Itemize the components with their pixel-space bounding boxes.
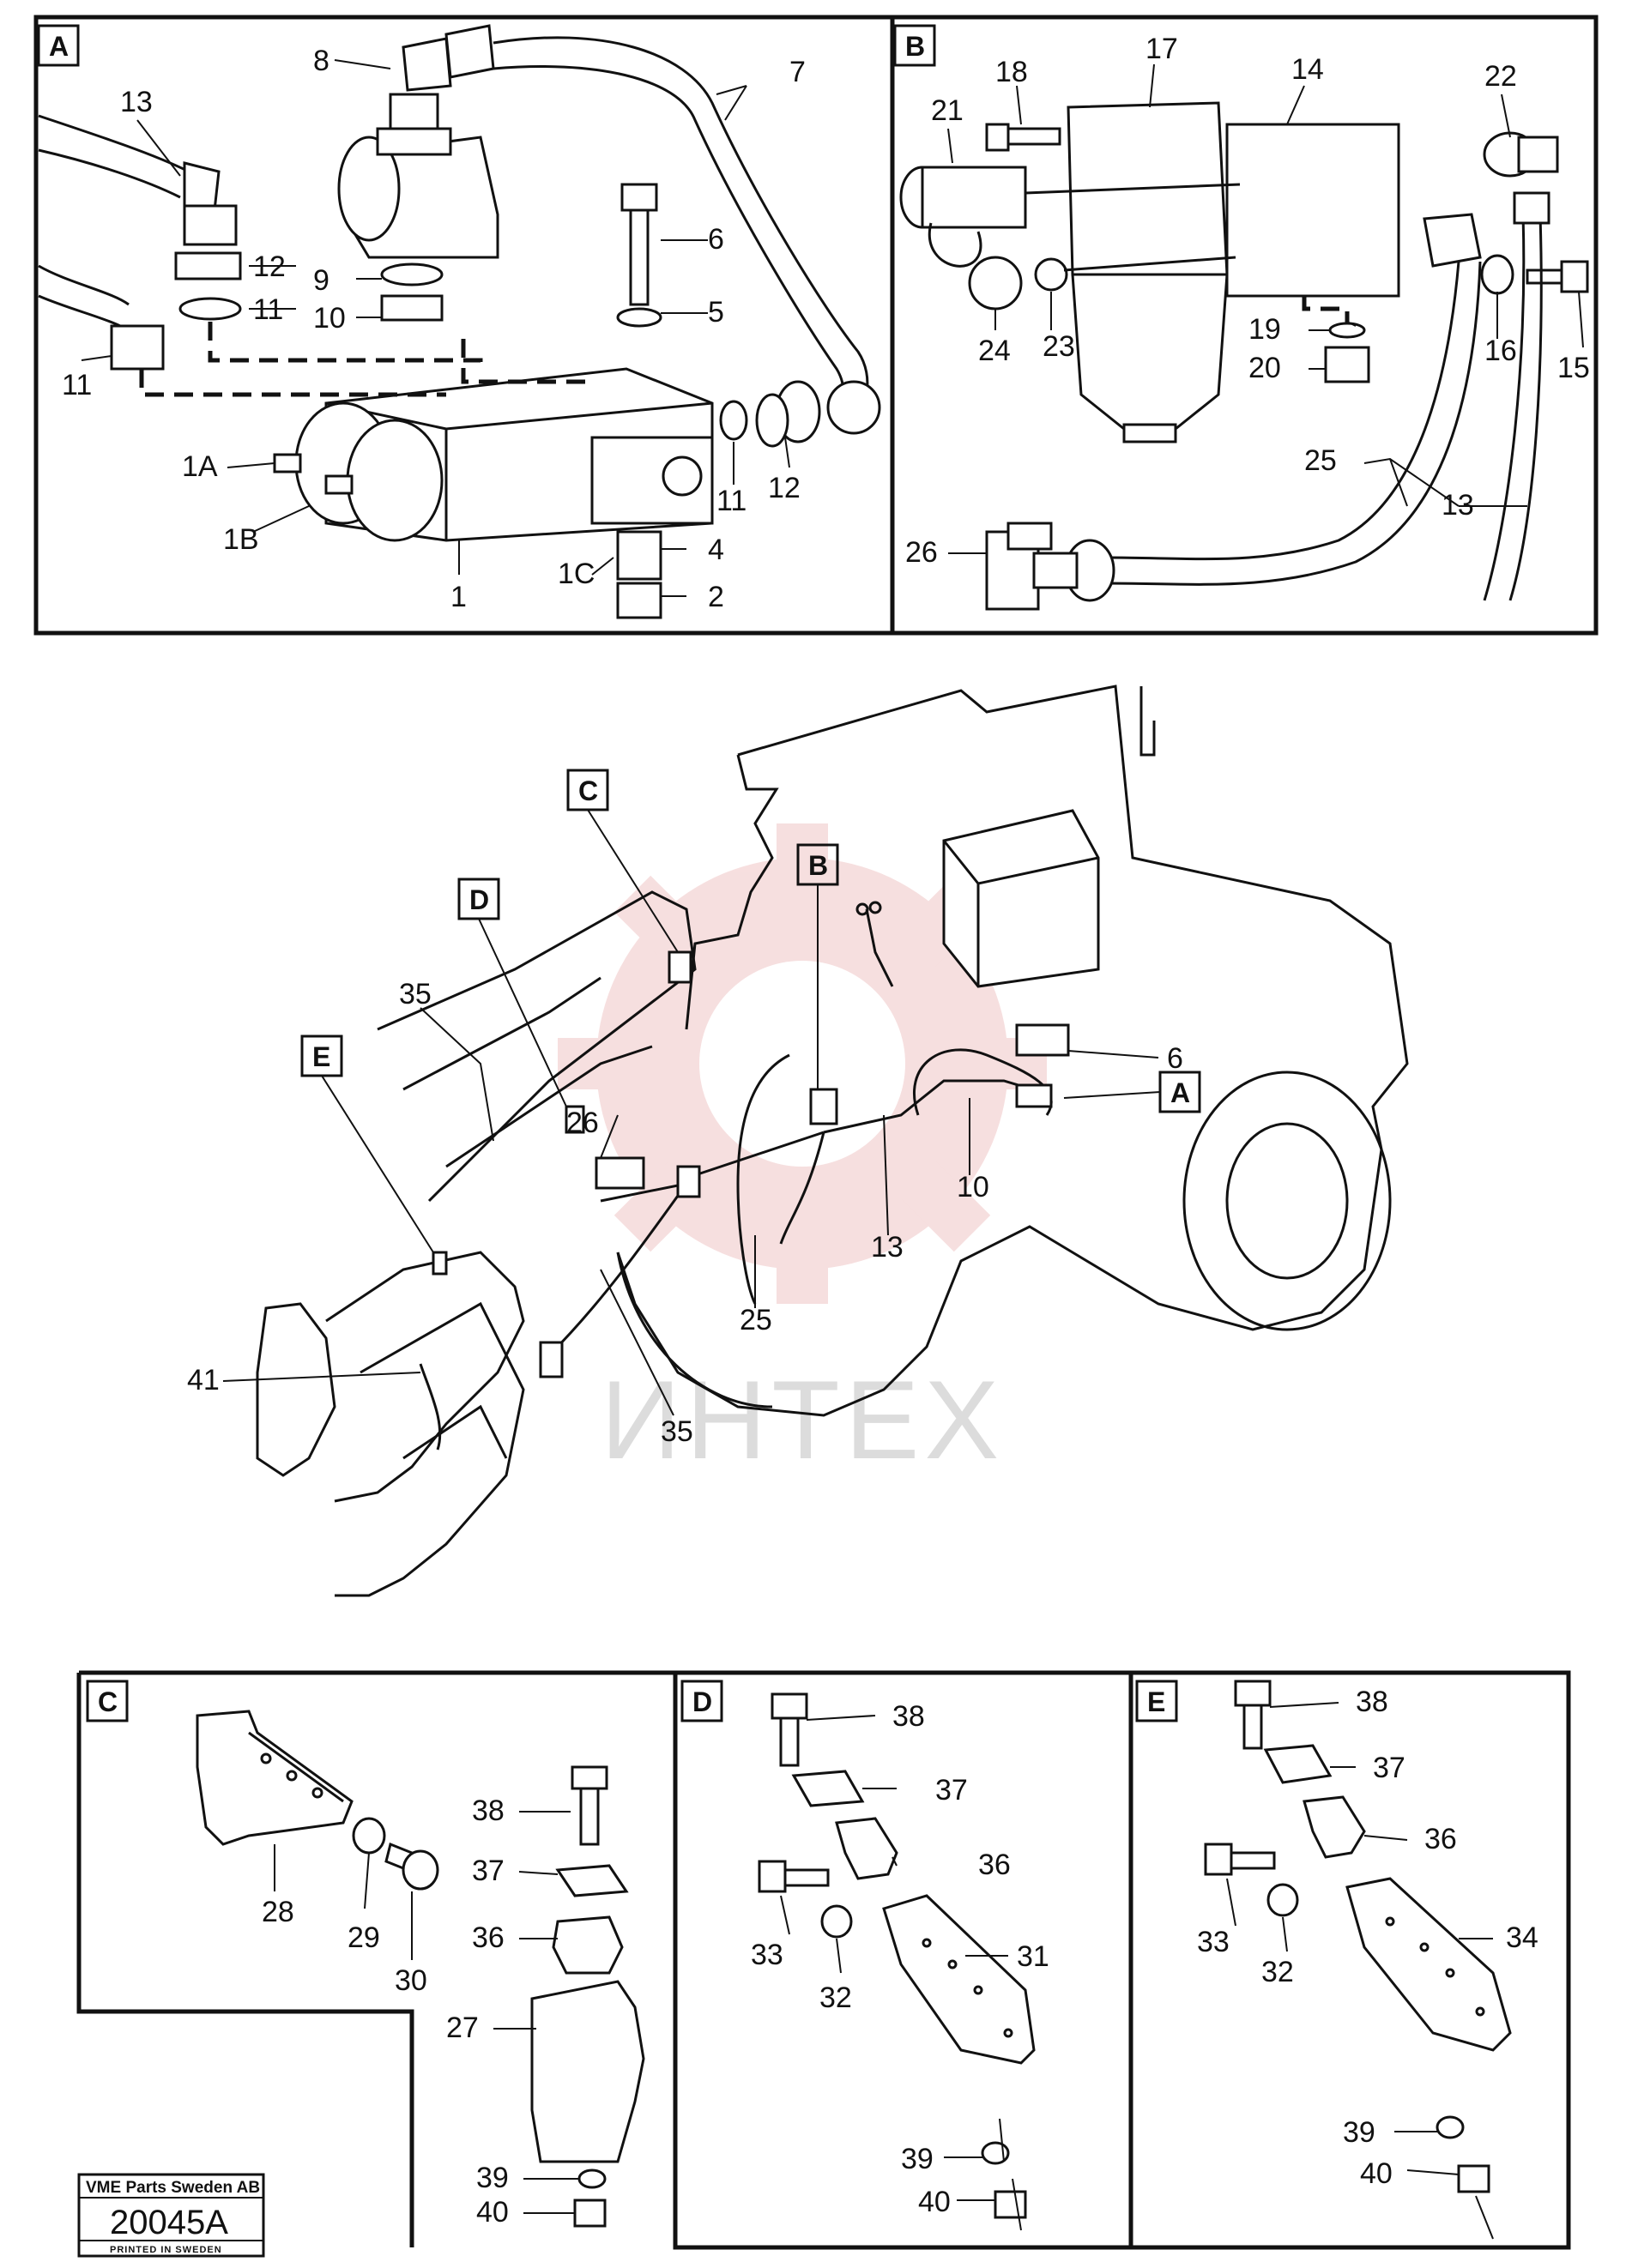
- stamp-number: 20045A: [110, 2204, 228, 2241]
- callout: 16: [1484, 335, 1517, 367]
- callout: 41: [187, 1364, 220, 1396]
- callout: 28: [262, 1896, 294, 1928]
- machine-overview: C B D E A 35 26 6 10 13 25 41 35: [187, 685, 1409, 1597]
- callout: 33: [1197, 1926, 1230, 1958]
- callout: 6: [1167, 1042, 1183, 1075]
- callout: 33: [751, 1939, 783, 1971]
- callout: 39: [1343, 2116, 1375, 2149]
- callout: 26: [566, 1107, 599, 1139]
- callout: 37: [1373, 1752, 1405, 1784]
- callout: 40: [918, 2186, 951, 2218]
- watermark-text: ИНТЕХ: [601, 1357, 1004, 1482]
- main-label-e: E: [312, 1041, 330, 1072]
- callout: 17: [1145, 33, 1178, 65]
- callout: 35: [661, 1415, 693, 1448]
- callout: 26: [905, 536, 938, 569]
- callout: 22: [1484, 60, 1517, 93]
- main-label-b: B: [808, 850, 828, 881]
- callout: 20: [1248, 352, 1281, 384]
- callout: 12: [253, 250, 286, 283]
- callout: 11: [62, 369, 92, 401]
- callout: 32: [1261, 1956, 1294, 1988]
- main-label-d: D: [469, 884, 489, 915]
- callout: 39: [901, 2143, 934, 2175]
- callout: 34: [1506, 1921, 1538, 1954]
- callout: 30: [395, 1964, 427, 1997]
- callout: 9: [313, 264, 329, 297]
- callout: 11: [253, 293, 283, 326]
- callout: 36: [978, 1849, 1011, 1881]
- callout: 39: [476, 2162, 509, 2194]
- stamp-printed: PRINTED IN SWEDEN: [110, 2245, 222, 2255]
- callout: 24: [978, 335, 1011, 367]
- callout: 13: [871, 1231, 904, 1264]
- callout: 25: [1304, 444, 1337, 477]
- callout: 38: [472, 1794, 505, 1827]
- callout: 29: [348, 1921, 380, 1954]
- callout: 14: [1291, 53, 1324, 86]
- callout: 32: [819, 1981, 852, 2014]
- callout: 13: [120, 86, 153, 118]
- callout: 40: [476, 2196, 509, 2229]
- stamp-company: VME Parts Sweden AB: [86, 2179, 260, 2197]
- callout: 37: [472, 1855, 505, 1887]
- callout: 37: [935, 1774, 968, 1807]
- callout: 1: [450, 581, 467, 613]
- panel-b: B: [890, 15, 1599, 636]
- callout: 1A: [182, 450, 218, 483]
- callout: 21: [931, 94, 964, 127]
- callout: 36: [1424, 1823, 1457, 1855]
- callout: 19: [1248, 313, 1281, 346]
- callout: 6: [708, 223, 724, 256]
- callout: 31: [1017, 1940, 1049, 1973]
- panel-a: A: [33, 15, 895, 636]
- panel-d: D 38 37 36 33 32 31 39 40: [673, 1670, 1133, 2250]
- panel-e: E 38 37 36 33 34 32 39 40: [1128, 1670, 1571, 2250]
- callout: 38: [1356, 1686, 1388, 1718]
- callout: 13: [1442, 489, 1474, 522]
- callout: 5: [708, 296, 724, 329]
- panel-b-label: B: [905, 31, 925, 62]
- callout: 27: [446, 2012, 479, 2044]
- panel-c-label: C: [98, 1686, 118, 1717]
- callout: 7: [789, 56, 806, 88]
- callout: 10: [313, 302, 346, 335]
- panel-c: C 28 29 30 38 37 36 27 39 40: [76, 1670, 678, 2247]
- callout: 10: [957, 1171, 989, 1203]
- callout: 23: [1043, 330, 1075, 363]
- callout: 4: [708, 534, 724, 566]
- callout: 38: [892, 1700, 925, 1733]
- callout: 25: [740, 1304, 772, 1336]
- callout: 8: [313, 45, 329, 77]
- callout: 40: [1360, 2157, 1393, 2190]
- callout: 11: [716, 485, 747, 517]
- panel-e-label: E: [1147, 1686, 1165, 1717]
- callout: 35: [399, 978, 432, 1010]
- callout: 15: [1557, 352, 1590, 384]
- panel-d-label: D: [692, 1686, 712, 1717]
- callout: 1C: [558, 558, 595, 590]
- title-stamp: VME Parts Sweden AB 20045A PRINTED IN SW…: [77, 2173, 265, 2258]
- callout: 12: [768, 472, 801, 504]
- panel-a-label: A: [49, 31, 69, 62]
- main-label-a: A: [1170, 1077, 1190, 1108]
- callout: 36: [472, 1921, 505, 1954]
- callout: 2: [708, 581, 724, 613]
- main-label-c: C: [578, 775, 598, 806]
- callout: 1B: [223, 523, 259, 556]
- callout: 18: [995, 56, 1028, 88]
